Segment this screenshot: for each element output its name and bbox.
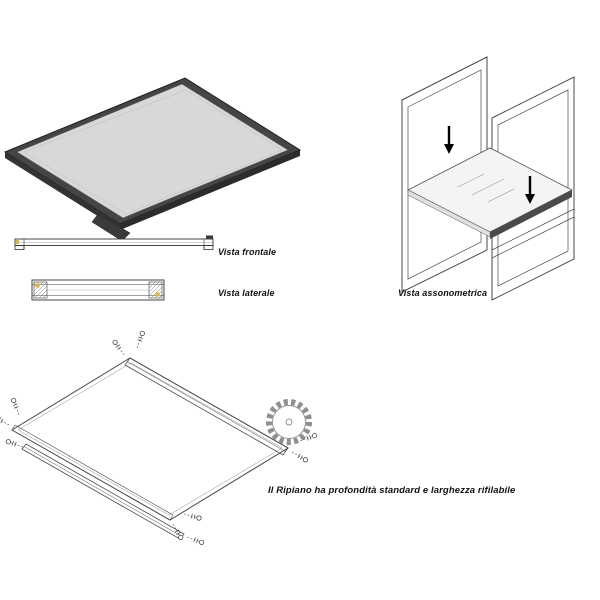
front-section: [14, 235, 214, 250]
axonometric-view-label: Vista assonometrica: [398, 288, 488, 298]
screw-icon: [136, 330, 145, 349]
side-view-label: Vista laterale: [218, 288, 275, 298]
right-end-insert: [155, 292, 160, 297]
shelf-panel: [11, 357, 289, 521]
attached-back-rail: [124, 357, 289, 456]
caption-text: Il Ripiano ha profondità standard e larg…: [268, 485, 516, 496]
side-section: [31, 279, 165, 301]
screws: [0, 330, 318, 545]
screw-icon: [5, 439, 24, 448]
screw-icon: [0, 417, 10, 426]
shelf-tray: [3, 77, 302, 242]
front-view-label: Vista frontale: [218, 247, 277, 257]
axonometric-drawing: [401, 56, 575, 301]
detached-front-rail: [21, 443, 185, 540]
screw-icon: [186, 536, 205, 545]
screw-icon: [291, 451, 309, 463]
down-arrow-icon: [525, 176, 535, 204]
saw-blade-icon: [266, 399, 312, 445]
left-end-insert: [35, 283, 40, 288]
screw-icon: [172, 523, 184, 541]
screw-icon: [11, 397, 20, 416]
front-edge-band: [11, 424, 174, 521]
screw-icon: [183, 513, 202, 521]
exploded-shelf-drawing: [0, 330, 318, 545]
right-end-clip: [206, 235, 213, 240]
side-view-drawing: [31, 279, 165, 301]
screw-icon: [299, 433, 318, 442]
left-frame: [401, 56, 488, 293]
left-end-insert: [16, 240, 19, 245]
down-arrow-icon: [444, 126, 454, 154]
screw-icon: [112, 339, 125, 356]
inserted-shelf: [407, 147, 573, 239]
front-view-drawing: [14, 235, 214, 250]
shelf-isometric-drawing: [3, 77, 302, 242]
